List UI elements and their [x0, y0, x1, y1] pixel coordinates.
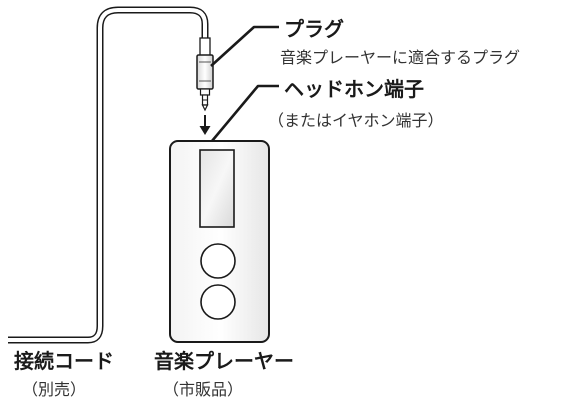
headphone-jack-note: （またはイヤホン端子）	[268, 111, 444, 130]
player-button-upper	[200, 243, 236, 279]
connection-cord-title: 接続コード	[14, 349, 114, 373]
connection-cord-note: （別売）	[22, 380, 87, 399]
music-player-note: （市販品）	[163, 380, 244, 399]
insert-arrow-icon	[199, 115, 211, 135]
plug-description: 音楽プレーヤーに適合するプラグ	[280, 48, 521, 67]
headphone-jack-leader-line	[211, 84, 279, 142]
music-player-title: 音楽プレーヤー	[154, 349, 294, 373]
connection-cord-cable	[8, 6, 209, 344]
player-button-lower	[200, 284, 236, 320]
plug-connector	[196, 37, 214, 112]
headphone-jack-title: ヘッドホン端子	[284, 77, 424, 101]
music-player-device	[169, 140, 270, 343]
plug-leader-line	[210, 25, 279, 67]
plug-title: プラグ	[284, 17, 344, 41]
